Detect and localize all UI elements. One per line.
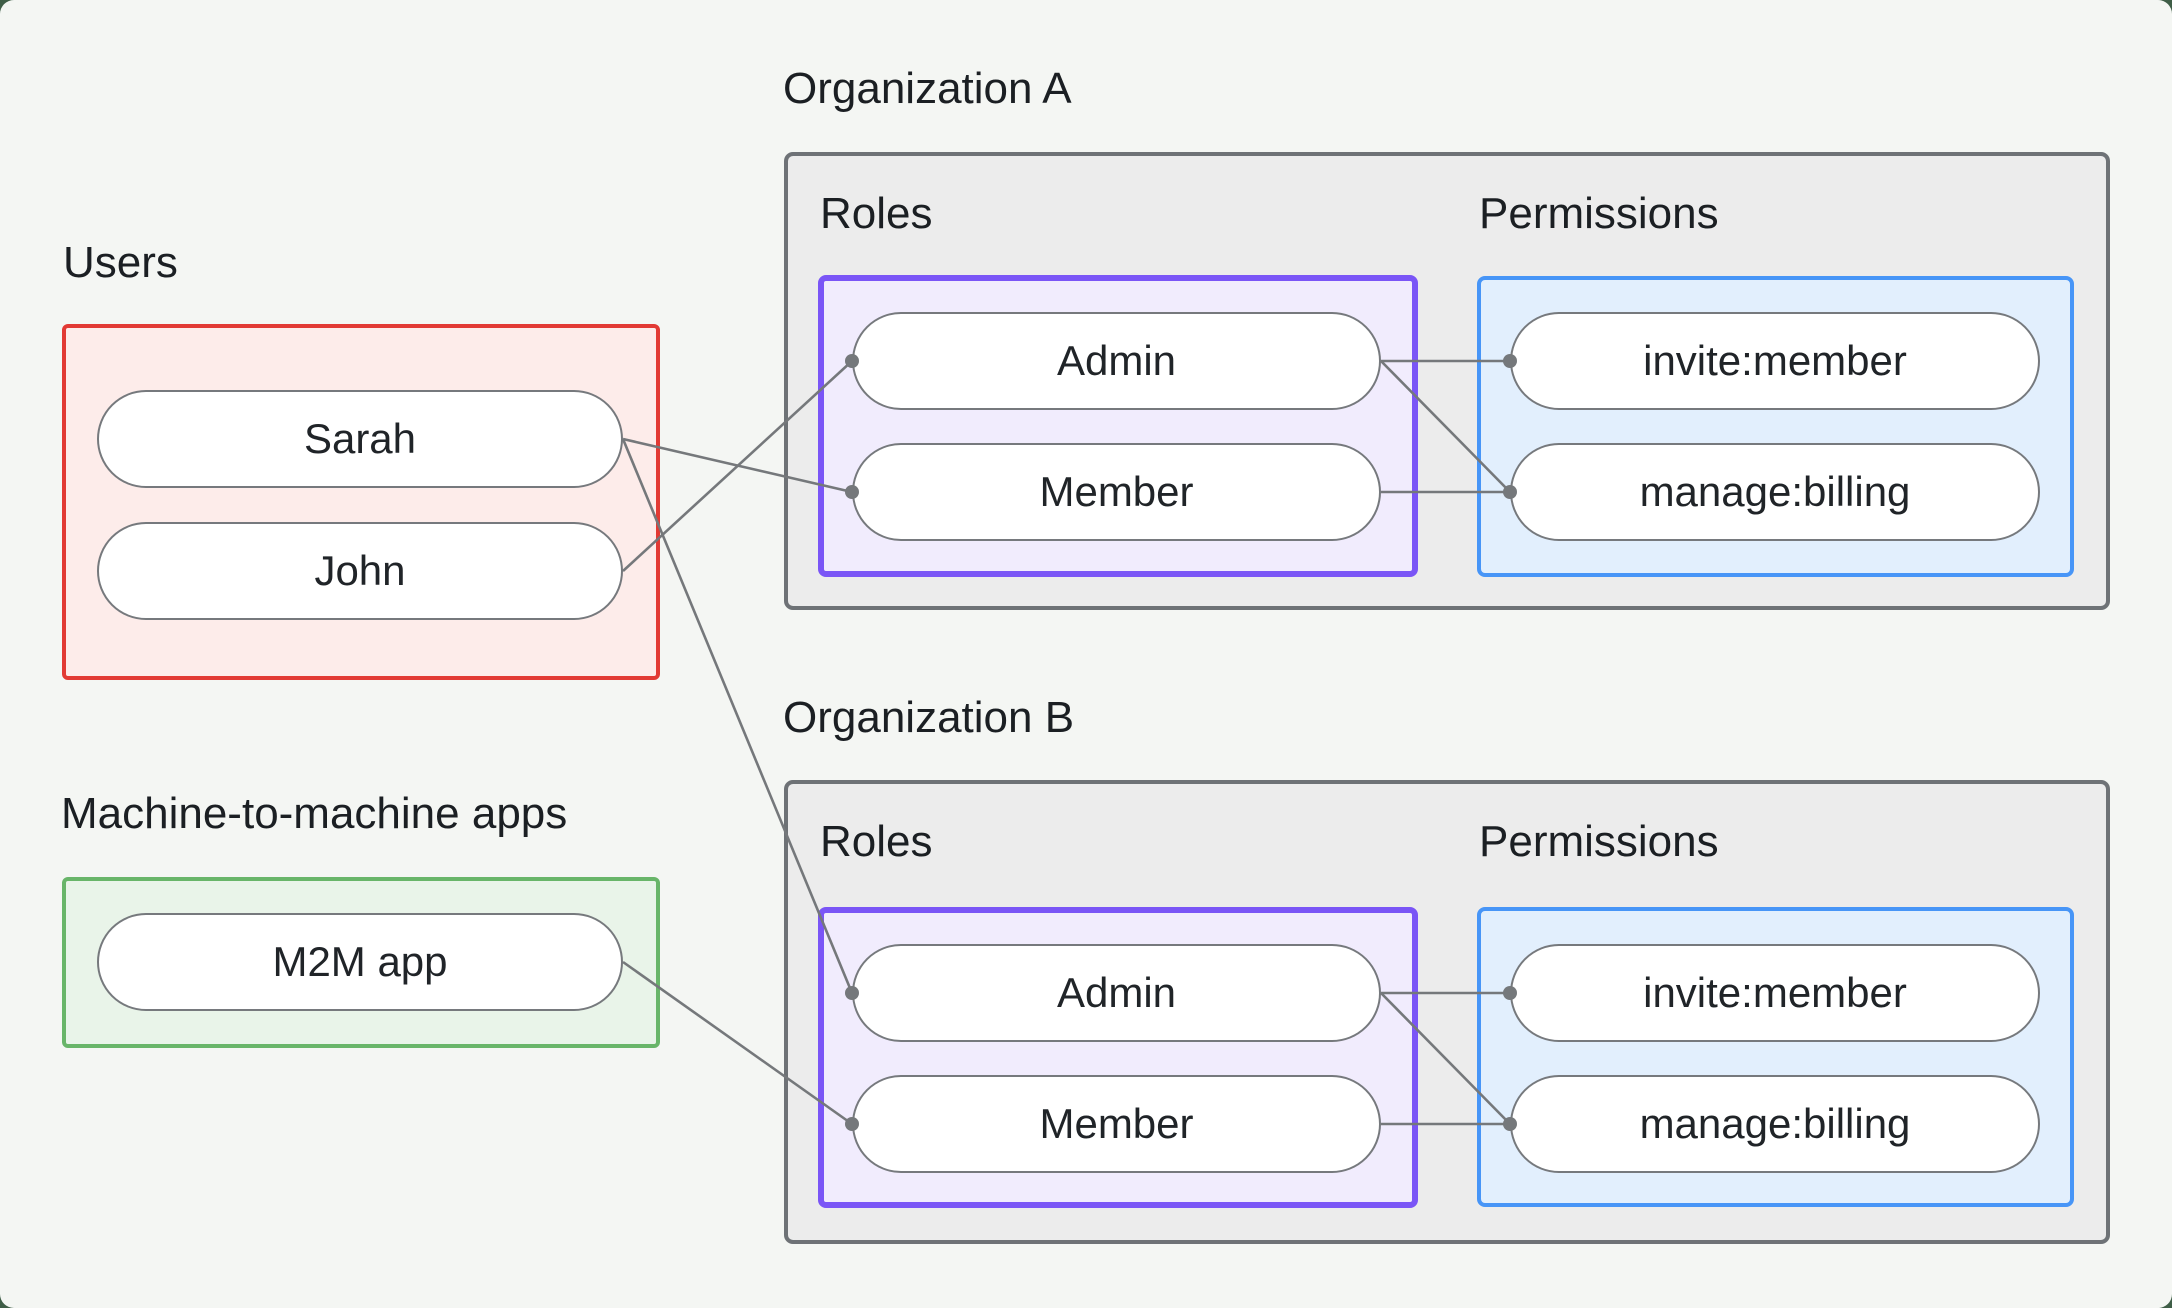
role-node-org-b-member: Member bbox=[852, 1075, 1381, 1173]
users-group-box bbox=[62, 324, 660, 680]
permission-node-org-b-manage-billing: manage:billing bbox=[1510, 1075, 2040, 1173]
org-a-title: Organization A bbox=[783, 64, 1072, 113]
permission-node-org-a-manage-billing: manage:billing bbox=[1510, 443, 2040, 541]
role-node-org-b-admin: Admin bbox=[852, 944, 1381, 1042]
org-a-permissions-label: Permissions bbox=[1479, 189, 1719, 238]
user-node-sarah: Sarah bbox=[97, 390, 623, 488]
org-b-title: Organization B bbox=[783, 693, 1075, 742]
role-node-org-a-admin: Admin bbox=[852, 312, 1381, 410]
m2m-group-label: Machine-to-machine apps bbox=[61, 789, 568, 838]
role-node-org-a-member: Member bbox=[852, 443, 1381, 541]
m2m-app-node: M2M app bbox=[97, 913, 623, 1011]
org-b-permissions-label: Permissions bbox=[1479, 817, 1719, 866]
org-a-roles-label: Roles bbox=[820, 189, 933, 238]
user-node-john: John bbox=[97, 522, 623, 620]
org-b-roles-label: Roles bbox=[820, 817, 933, 866]
users-group-label: Users bbox=[63, 238, 178, 287]
permission-node-org-a-invite-member: invite:member bbox=[1510, 312, 2040, 410]
permission-node-org-b-invite-member: invite:member bbox=[1510, 944, 2040, 1042]
